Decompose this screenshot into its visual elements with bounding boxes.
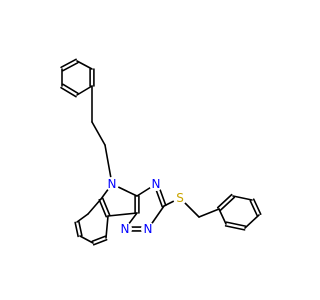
bond-a4-a5 [76, 85, 93, 96]
bond-b1-C5a [87, 198, 102, 215]
bond-p5-p6-line-1 [225, 221, 247, 227]
bond-p3-p4-line-1 [249, 200, 259, 217]
bond-layer [60, 58, 262, 246]
bond-C9b-C9a [107, 212, 138, 217]
bond-a2-a3 [76, 60, 93, 70]
n-indole-bg [105, 177, 119, 191]
bond-p3-p4-line-2 [252, 198, 262, 215]
s-thioether-bg [173, 191, 187, 205]
bond-p1-p2-line-2 [216, 193, 233, 209]
bond-ch1-ch2 [91, 121, 106, 146]
bond-b3-b2-line-2 [74, 221, 79, 238]
n-triazine-bottom-left-label: N [121, 222, 130, 236]
bond-C9a-C5a-line-1 [101, 197, 111, 217]
s-thioether-label: S [176, 191, 184, 205]
n-triazine-bottom-right-label: N [144, 222, 153, 236]
molecule-structure-drawing: N N N N S [60, 58, 262, 246]
atom-label-layer: N N N N S [105, 177, 187, 236]
bond-C9a-b5 [105, 215, 109, 239]
bond-b5-b4-line-1 [91, 235, 107, 243]
bond-a5-a6-line-1 [62, 83, 79, 95]
n-triazine-bottom-left-bg [118, 222, 132, 236]
bond-a1-a2-line-2 [60, 58, 77, 69]
bond-p5-p6-line-2 [224, 225, 246, 231]
bond-p4-p5 [244, 214, 260, 229]
bond-b4-b3 [79, 235, 94, 244]
n-indole-label: N [108, 177, 117, 191]
bond-b3-b2-line-1 [78, 220, 83, 237]
n-triazine-top-label: N [152, 177, 161, 191]
bond-p1-p2-line-1 [219, 196, 236, 212]
n-triazine-top-bg [149, 177, 163, 191]
bond-p6-p1 [218, 208, 227, 225]
bond-C9a-C5a-line-2 [98, 198, 108, 218]
bond-CH2-p1 [198, 208, 220, 218]
n-triazine-bottom-right-bg [141, 222, 155, 236]
bond-b5-b4-line-2 [92, 238, 108, 246]
bond-b2-b1 [76, 213, 89, 223]
bond-a5-a6-line-2 [60, 86, 77, 98]
bond-p2-p3 [232, 195, 253, 201]
bond-a1-a2-line-1 [62, 61, 79, 72]
